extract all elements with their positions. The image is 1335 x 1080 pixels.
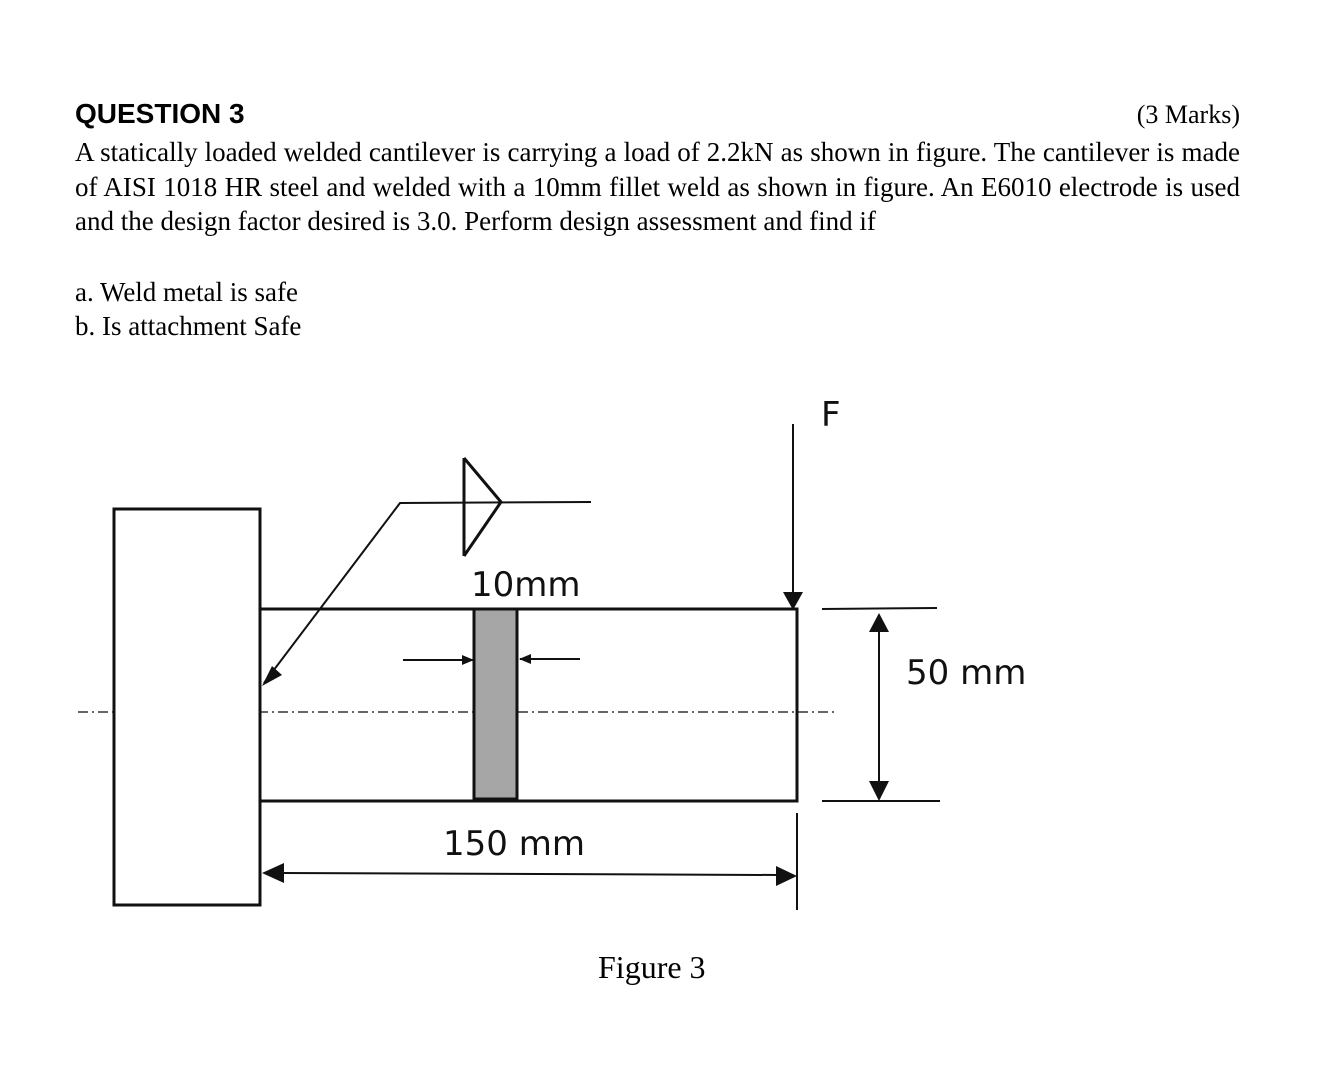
question-title: QUESTION 3 [75,98,245,129]
force-label: F [821,395,841,435]
height-extension-top [821,607,938,610]
cantilever-beam [258,607,799,803]
force-arrowhead-icon [783,592,803,610]
fillet-weld-symbol-icon [462,457,503,557]
length-label: 150 mm [443,824,585,864]
question-item-b: b. Is attachment Safe [75,311,302,341]
question-header: QUESTION 3 (3 Marks) [75,96,1240,136]
weld-symbol-leader [263,501,592,684]
height-arrow-up-icon [869,613,889,632]
length-arrow-left-icon [262,863,284,883]
weld-section [472,607,519,801]
wall-support [112,507,262,907]
question-marks: (3 Marks) [1136,100,1240,129]
question-body: A statically loaded welded cantilever is… [75,135,1240,239]
weld-leader-arrowhead-icon [262,666,282,686]
length-arrow-right-icon [776,866,797,886]
question-text: A statically loaded welded cantilever is… [75,137,1240,236]
height-arrow-down-icon [869,781,889,801]
length-dimension-line [281,872,779,876]
weld-size-label: 10mm [471,565,581,605]
height-label: 50 mm [906,653,1026,693]
figure-caption: Figure 3 [598,949,706,985]
question-item-a: a. Weld metal is safe [75,277,299,307]
